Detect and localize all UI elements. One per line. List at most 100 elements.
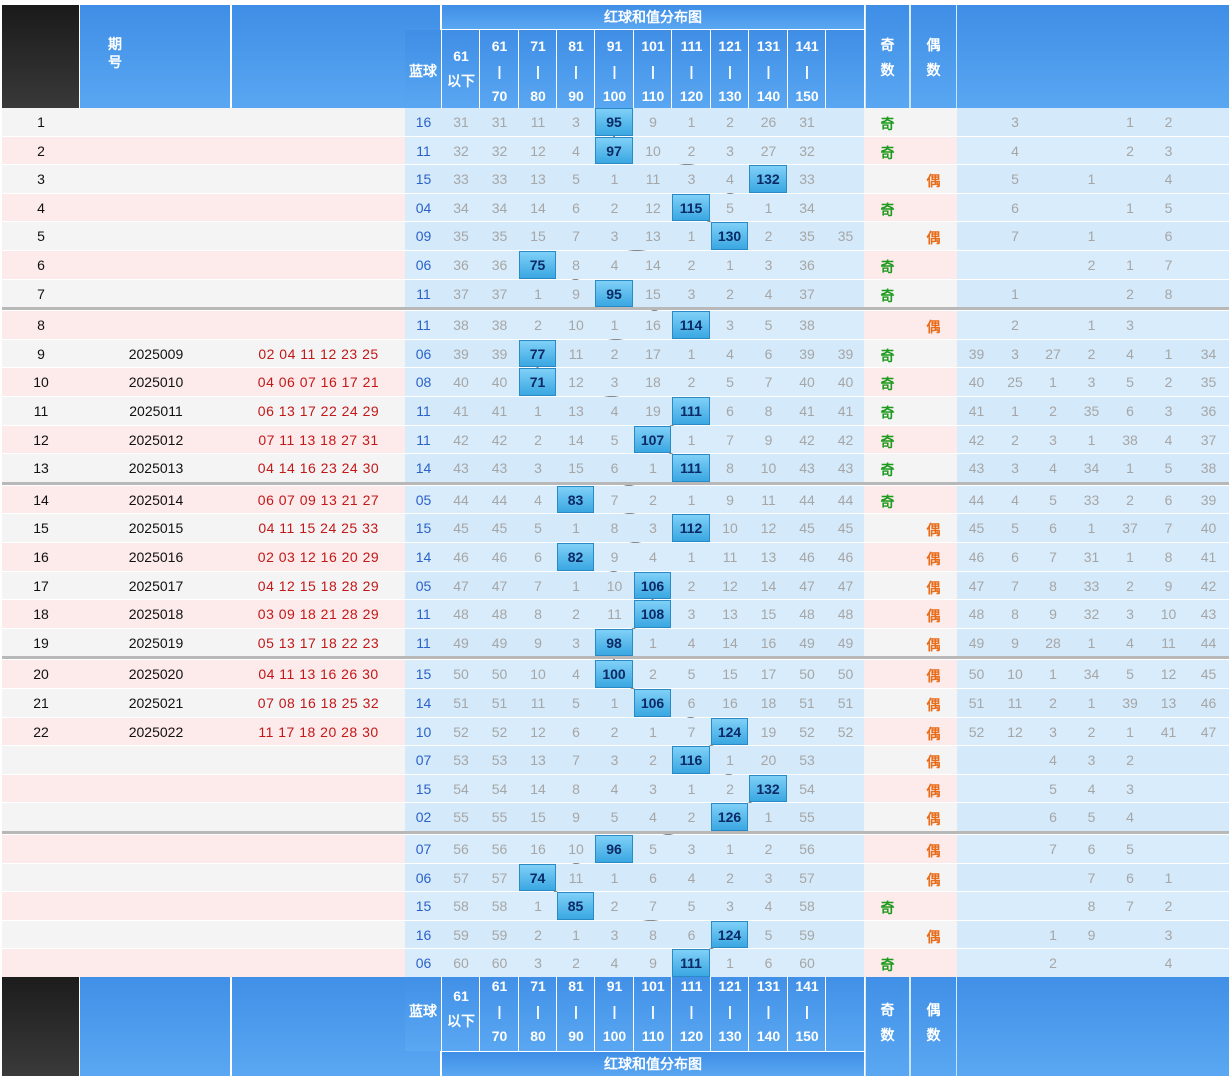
omission-value: 13 <box>645 228 661 245</box>
right-omission-value: 11 <box>1161 634 1176 651</box>
right-omission-value: 48 <box>968 606 985 623</box>
right-omission-value: 7 <box>1164 257 1173 273</box>
omission-value: 52 <box>837 723 854 740</box>
row-index: 3 <box>37 171 45 188</box>
omission-value: 4 <box>726 171 734 188</box>
row-grid-bg <box>405 746 864 774</box>
omission-value: 2 <box>726 780 734 797</box>
blue-ball: 05 <box>415 577 432 594</box>
omission-value: 15 <box>530 228 546 245</box>
range-header-label: 61|70 <box>491 978 508 1044</box>
omission-value: 49 <box>453 634 469 651</box>
parity-mark: 偶 <box>926 551 941 567</box>
odd-header-cell <box>866 970 909 1076</box>
right-omission-value: 1 <box>1011 285 1019 302</box>
omission-value: 18 <box>760 695 777 711</box>
row-right-bg <box>957 251 1229 279</box>
right-omission-value: 52 <box>968 723 985 740</box>
omission-value: 5 <box>726 199 734 216</box>
right-omission-value: 41 <box>1200 549 1217 565</box>
range-header-cell <box>672 970 710 1051</box>
row-grid-bg <box>405 863 864 892</box>
blue-ball: 11 <box>416 142 431 159</box>
omission-value: 39 <box>453 345 469 362</box>
sum-hit-cell: 126 <box>711 803 748 831</box>
omission-value: 3 <box>764 869 773 886</box>
blue-ball: 16 <box>415 926 432 943</box>
odd-header: 奇数 <box>880 37 895 78</box>
right-omission-value: 2 <box>1087 345 1096 362</box>
omission-value: 9 <box>572 809 580 826</box>
omission-value: 40 <box>453 374 469 391</box>
group-divider <box>2 831 1229 834</box>
blue-ball: 11 <box>416 285 431 302</box>
omission-value: 43 <box>799 460 815 477</box>
omission-value: 5 <box>610 809 619 826</box>
group-divider <box>2 307 1229 311</box>
blue-ball: 15 <box>415 898 432 915</box>
blue-ball: 10 <box>415 723 432 740</box>
omission-value: 41 <box>491 403 508 419</box>
omission-value: 32 <box>453 142 469 159</box>
even-header: 偶数 <box>926 37 941 78</box>
group-divider <box>2 656 1229 660</box>
omission-value: 38 <box>491 317 508 334</box>
omission-value: 51 <box>453 695 469 711</box>
omission-value: 54 <box>453 780 469 797</box>
right-omission-value: 37 <box>1200 431 1217 448</box>
right-omission-value: 6 <box>1011 549 1019 565</box>
range-header-label: 121|130 <box>718 38 742 104</box>
omission-value: 9 <box>534 634 542 651</box>
sum-hit-cell: 71 <box>519 368 556 396</box>
blue-ball: 08 <box>415 374 432 391</box>
right-omission-value: 7 <box>1164 520 1173 537</box>
omission-value: 4 <box>610 257 619 273</box>
sum-hit-cell: 98 <box>595 628 633 657</box>
omission-value: 47 <box>799 577 815 594</box>
right-omission-value: 45 <box>968 520 985 537</box>
omission-value: 48 <box>453 606 469 623</box>
right-omission-value: 5 <box>1049 780 1057 797</box>
right-omission-value: 1 <box>1049 374 1057 391</box>
omission-value: 14 <box>530 199 546 216</box>
range-header-label: 91|100 <box>602 978 627 1044</box>
sum-hit-cell: 97 <box>595 136 633 165</box>
row-grid-bg <box>405 339 864 368</box>
omission-value: 1 <box>572 926 580 943</box>
sum-hit-cell: 111 <box>672 454 710 482</box>
omission-value: 3 <box>572 114 580 130</box>
right-omission-value: 51 <box>968 695 985 711</box>
omission-value: 6 <box>610 460 619 477</box>
row-right-bg <box>957 514 1229 542</box>
chart-title: 红球和值分布图 <box>604 9 702 25</box>
issue-number: 2025009 <box>128 345 184 362</box>
omission-value: 4 <box>649 549 657 565</box>
range-header-label: 71|80 <box>530 978 546 1044</box>
omission-value: 9 <box>649 114 657 130</box>
row-parity-bg <box>865 543 956 571</box>
row-grid-bg <box>405 251 864 279</box>
right-omission-value: 3 <box>1087 374 1096 391</box>
omission-value: 4 <box>726 345 734 362</box>
right-omission-value: 6 <box>1087 841 1096 857</box>
range-header-label: 111|120 <box>679 38 704 104</box>
right-omission-value: 38 <box>1122 431 1138 448</box>
row-grid-bg <box>405 660 864 688</box>
row-grid-bg <box>405 279 864 308</box>
right-omission-value: 3 <box>1011 114 1019 130</box>
blue-ball: 15 <box>415 666 432 683</box>
omission-value: 3 <box>687 606 696 623</box>
extra-header-cell <box>826 30 864 111</box>
omission-value: 41 <box>837 403 854 419</box>
right-omission-value: 4 <box>1126 345 1134 362</box>
row-index: 18 <box>33 606 49 623</box>
sum-hit-cell: 115 <box>672 193 710 222</box>
row-index: 22 <box>33 723 49 740</box>
omission-value: 1 <box>764 809 773 826</box>
omission-value: 4 <box>610 955 619 972</box>
row-right-bg <box>957 746 1229 774</box>
parity-mark: 偶 <box>926 725 941 742</box>
range-header-label: 91|100 <box>602 38 627 104</box>
right-omission-value: 5 <box>1164 199 1173 216</box>
omission-value: 2 <box>726 114 734 130</box>
